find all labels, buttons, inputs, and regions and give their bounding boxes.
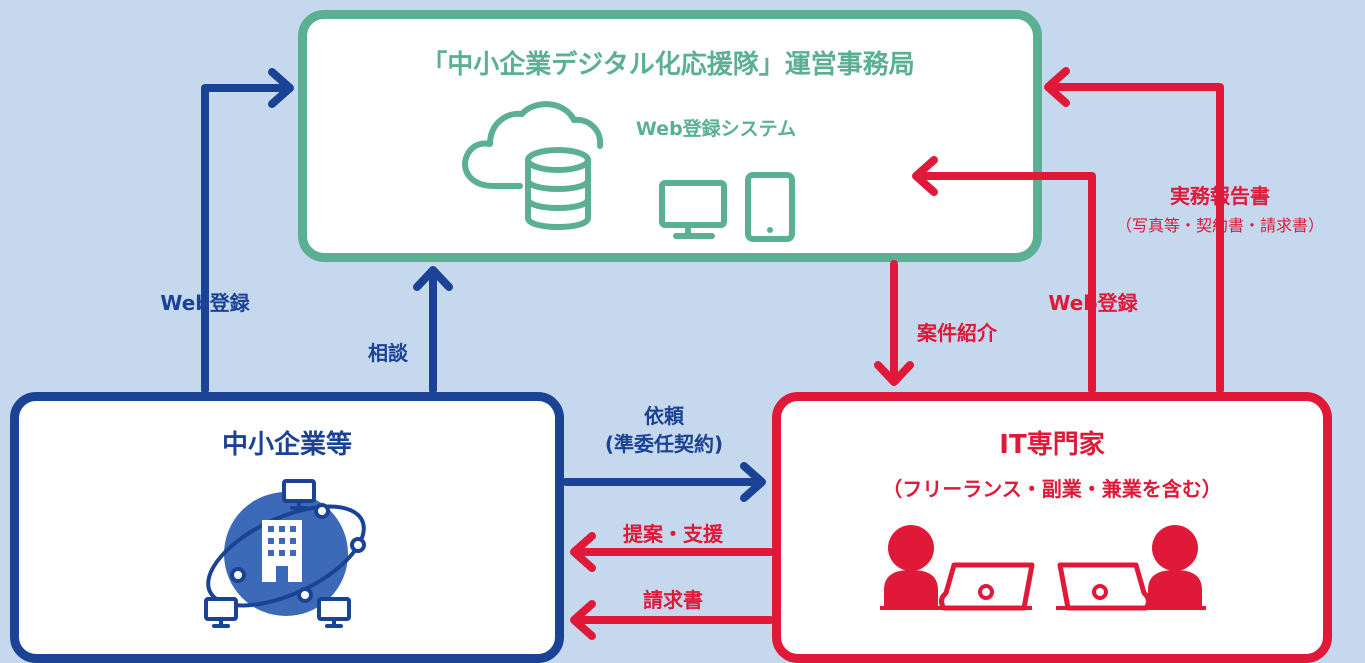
work-report-sub-label: （写真等・契約書・請求書） xyxy=(1115,216,1325,235)
it-subtitle: （フリーランス・副業・兼業を含む） xyxy=(882,477,1222,501)
invoice-arrow xyxy=(570,600,774,640)
sme-web-register-label: Web登録 xyxy=(160,291,250,315)
proposal-label: 提案・支援 xyxy=(623,522,723,546)
case-intro-arrow xyxy=(874,260,914,386)
cloud-database-icon xyxy=(462,101,604,230)
it-web-register-arrow xyxy=(912,156,1096,394)
person-laptop-icon xyxy=(1056,525,1206,611)
hq-title: 「中小企業デジタル化応援隊」運営事務局 xyxy=(421,50,915,80)
sme-web-register-arrow xyxy=(201,68,294,394)
work-report-arrow xyxy=(1044,67,1224,394)
it-title: IT専門家 xyxy=(999,430,1105,460)
person-laptop-icon xyxy=(880,525,1035,611)
case-intro-label: 案件紹介 xyxy=(917,321,997,345)
work-report-label: 実務報告書 xyxy=(1170,184,1270,208)
invoice-label: 請求書 xyxy=(643,588,703,612)
sme-title: 中小企業等 xyxy=(221,430,353,460)
hq-system-label: Web登録システム xyxy=(635,118,797,140)
it-web-register-label: Web登録 xyxy=(1048,291,1138,315)
request-label: 依頼 xyxy=(644,404,684,428)
request-arrow xyxy=(562,462,766,502)
consult-label: 相談 xyxy=(368,341,408,365)
consult-arrow xyxy=(413,266,453,394)
it-expert-box xyxy=(772,392,1332,663)
request-sub-label: (準委任契約) xyxy=(604,432,724,456)
proposal-arrow xyxy=(570,532,774,572)
monitor-icon xyxy=(659,180,727,239)
company-network-icon xyxy=(204,479,366,628)
tablet-icon xyxy=(745,172,795,242)
hq-box xyxy=(298,10,1042,262)
